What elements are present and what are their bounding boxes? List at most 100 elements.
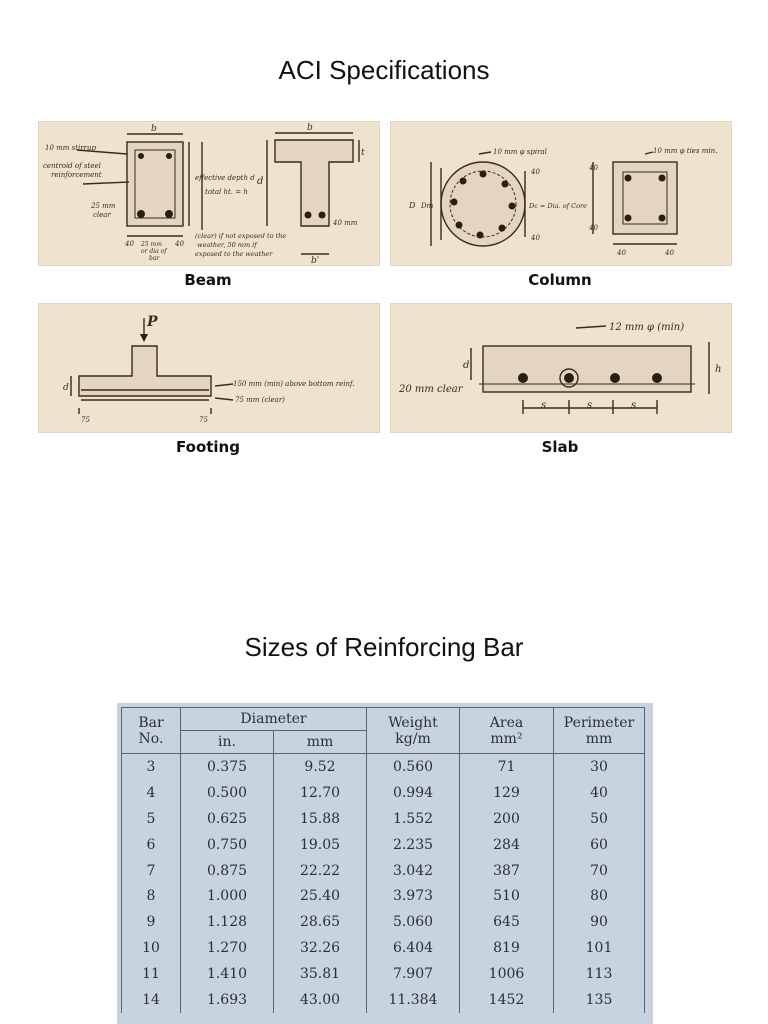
table-cell: 645 — [459, 909, 554, 936]
rebar-dot — [455, 221, 463, 229]
table-cell: 60 — [553, 831, 645, 858]
rebar-dot — [658, 174, 666, 182]
footing-diagram: P d 150 mm (min) above bottom reinf. 75 … — [38, 303, 380, 433]
rebar-dot — [658, 214, 666, 222]
table-cell: 80 — [553, 883, 645, 910]
rebar-dot — [498, 224, 506, 232]
label-40: 40 — [530, 234, 540, 242]
label-25mm-bar: 25 mm — [140, 241, 162, 248]
table-cell: 9 — [121, 909, 181, 936]
rebar-dot — [459, 177, 467, 185]
label-40: 40 — [588, 224, 598, 232]
table-cell: 6 — [121, 831, 181, 858]
table-cell: 3.042 — [366, 857, 460, 884]
label-or-dia: or dia of — [141, 248, 168, 255]
table-cell: 0.560 — [366, 753, 460, 780]
table-cell: 35.81 — [273, 961, 367, 988]
table-cell: 14 — [121, 987, 181, 1013]
label-40: 40 — [588, 164, 598, 172]
table-cell: 28.65 — [273, 909, 367, 936]
table-cell: 0.375 — [180, 753, 274, 780]
rebar-dot — [610, 373, 620, 383]
label-40: 40 — [174, 240, 184, 248]
rebar-dot — [450, 198, 458, 206]
label-stirrup: 10 mm stirrup — [45, 144, 96, 152]
rebar-dot — [137, 210, 145, 218]
rebar-dot — [165, 210, 173, 218]
rebar-dot — [518, 373, 528, 383]
label-40: 40 — [124, 240, 134, 248]
header-bar-no: Bar No. — [121, 707, 181, 754]
table-cell: 10 — [121, 935, 181, 962]
table-cell: 1006 — [459, 961, 554, 988]
rebar-dot — [624, 214, 632, 222]
table-cell: 0.994 — [366, 779, 460, 806]
column-sketch: 10 mm φ spiral 10 mm φ ties min. D Dm Dc… — [408, 147, 717, 257]
rebar-dot — [318, 211, 326, 219]
caption-slab: Slab — [541, 438, 579, 456]
caption-column: Column — [528, 271, 592, 289]
label-total-height: total ht. = h — [205, 188, 248, 196]
table-cell: 387 — [459, 857, 554, 884]
table-cell: 3.973 — [366, 883, 460, 910]
label-s: s — [587, 400, 592, 411]
header-perimeter: Perimeter mm — [553, 707, 645, 754]
table-cell: 32.26 — [273, 935, 367, 962]
table-cell: 135 — [553, 987, 645, 1013]
table-cell: 2.235 — [366, 831, 460, 858]
table-cell: 7 — [121, 857, 181, 884]
table-cell: 1.128 — [180, 909, 274, 936]
table-cell: 19.05 — [273, 831, 367, 858]
label-75: 75 — [81, 416, 90, 424]
table-cell: 70 — [553, 857, 645, 884]
label-clear: clear — [93, 211, 111, 219]
label-reinforcement: reinforcement — [51, 171, 102, 179]
label-t: t — [361, 148, 365, 158]
table-cell: 90 — [553, 909, 645, 936]
table-cell: 43.00 — [273, 987, 367, 1013]
table-cell: 101 — [553, 935, 645, 962]
table-cell: 129 — [459, 779, 554, 806]
label-12mm: 12 mm φ (min) — [609, 322, 684, 333]
table-cell: 15.88 — [273, 805, 367, 832]
table-cell: 1.693 — [180, 987, 274, 1013]
label-above-bottom: 150 mm (min) above bottom reinf. — [233, 380, 355, 388]
label-effective-depth: effective depth d — [195, 174, 255, 182]
label-b: b — [307, 123, 313, 133]
caption-beam: Beam — [184, 271, 232, 289]
slab-sketch: 12 mm φ (min) d h 20 mm clear s s s — [398, 322, 721, 414]
label-centroid: centroid of steel — [43, 162, 101, 170]
table-cell: 12.70 — [273, 779, 367, 806]
table-cell: 7.907 — [366, 961, 460, 988]
footing-sketch: P d 150 mm (min) above bottom reinf. 75 … — [63, 314, 355, 424]
table-cell: 1.410 — [180, 961, 274, 988]
table-cell: 6.404 — [366, 935, 460, 962]
column-diagram: 10 mm φ spiral 10 mm φ ties min. D Dm Dc… — [390, 121, 732, 266]
label-40: 40 — [616, 249, 626, 257]
table-cell: 200 — [459, 805, 554, 832]
table-cell: 510 — [459, 883, 554, 910]
beam-diagram: 10 mm stirrup centroid of steel reinforc… — [38, 121, 380, 266]
header-diameter: Diameter — [180, 707, 367, 731]
header-mm: mm — [273, 730, 367, 754]
table-cell: 5 — [121, 805, 181, 832]
label-b: b — [151, 124, 157, 134]
table-cell: 9.52 — [273, 753, 367, 780]
table-cell: 0.625 — [180, 805, 274, 832]
table-cell: 30 — [553, 753, 645, 780]
label-Dm: Dm — [420, 202, 434, 210]
page-title-aci: ACI Specifications — [278, 55, 490, 85]
label-20mm-clear: 20 mm clear — [398, 384, 464, 395]
table-cell: 5.060 — [366, 909, 460, 936]
label-note-2: weather, 50 mm if — [197, 241, 258, 249]
rebar-dot — [304, 211, 312, 219]
table-cell: 71 — [459, 753, 554, 780]
rebar-dot — [508, 202, 516, 210]
label-ties: 10 mm φ ties min. — [653, 147, 717, 155]
